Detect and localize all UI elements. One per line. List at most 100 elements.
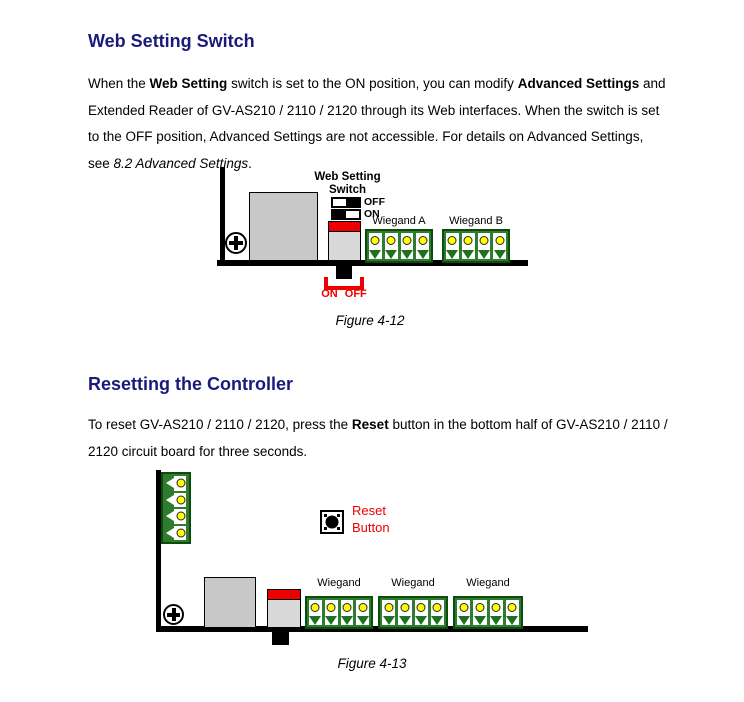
pin-arrow-icon [400,250,413,259]
para-text: switch is set to the ON position, you ca… [227,76,518,91]
connector-pin [473,600,487,625]
pin-arrow-icon [166,478,174,489]
pin-arrow-icon [340,616,353,625]
connector-pin [446,233,459,259]
para-italic-reference: 8.2 Advanced Settings [113,155,249,171]
dip-switch-off-icon [331,197,361,208]
pin-arrow-icon [356,616,369,625]
connector-pin [382,600,396,625]
dip-switch-knob [333,211,346,218]
pin-arrow-icon [477,250,490,259]
pin-arrow-icon [457,616,470,625]
wiegand-connector-1 [305,596,373,629]
wiegand-b-connector [442,229,510,263]
screw-icon [225,232,247,254]
switch-lever [272,631,289,645]
connector-pin [384,233,398,259]
reset-label-line2: Button [352,520,390,535]
para-bold-reset: Reset [351,417,389,432]
board-component-block [249,192,318,261]
figure-4-12-caption: Figure 4-12 [335,313,405,328]
pin-dot-icon [402,236,412,245]
pin-dot-icon [384,603,394,612]
switch-lever [336,266,352,279]
connector-pin [166,476,186,491]
connector-pin [166,492,186,507]
pin-arrow-icon [309,616,322,625]
pin-dot-icon [176,478,186,488]
pin-dot-icon [432,603,442,612]
connector-pin [324,600,338,625]
wiegand-a-label: Wiegand A [372,215,426,227]
pin-dot-icon [386,236,396,245]
reset-button-icon [320,510,344,534]
wiegand-a-connector [365,229,433,263]
screw-icon [163,604,184,625]
pin-arrow-icon [431,616,444,625]
wiegand-connector-2 [378,596,448,629]
pin-dot-icon [463,236,473,245]
connector-pin [398,600,412,625]
pin-arrow-icon [493,250,506,259]
on-position-label: ON [364,208,380,220]
side-terminal-connector [161,472,191,544]
wiegand-label-2: Wiegand [391,577,435,589]
pin-dot-icon [507,603,517,612]
pin-arrow-icon [490,616,503,625]
wiegand-label-3: Wiegand [466,577,510,589]
figure-4-13-caption: Figure 4-13 [337,656,407,671]
connector-pin [340,600,354,625]
para-text: To reset GV-AS210 / 2110 / 2120, press t… [88,417,352,432]
para-text: button in the bottom half of GV-AS210 / … [88,417,668,459]
pin-dot-icon [418,236,428,245]
pin-dot-icon [495,236,505,245]
pin-dot-icon [176,511,186,521]
switch-body [267,599,301,628]
pin-dot-icon [475,603,485,612]
connector-pin [493,233,506,259]
dip-switch-on-icon [331,209,361,220]
pin-dot-icon [342,603,352,612]
wiegand-b-label: Wiegand B [449,215,503,227]
connector-pin [369,233,382,259]
connector-pin [309,600,322,625]
pin-dot-icon [326,603,336,612]
para-text: and Extended Reader of GV-AS210 / 2110 /… [88,76,666,171]
section-heading-resetting-controller: Resetting the Controller [88,374,294,394]
pin-arrow-icon [416,250,429,259]
board-edge-horizontal-line [217,260,528,266]
connector-pin [166,525,186,540]
reset-button-circle [325,515,339,529]
connector-pin [166,509,186,524]
para-bold-advanced-settings: Advanced Settings [517,76,640,91]
pin-arrow-icon [415,616,428,625]
pin-dot-icon [176,528,186,538]
off-position-label: OFF [364,196,385,208]
pin-arrow-icon [398,616,411,625]
para-text: When the [88,76,150,91]
board-component-block [204,577,256,628]
board-edge-horizontal-line [156,626,588,632]
connector-pin [400,233,414,259]
pin-arrow-icon [385,250,398,259]
wiegand-connector-3 [453,596,523,629]
pin-arrow-icon [325,616,338,625]
pin-cell [174,525,186,540]
web-setting-switch-label-line1: Web Setting [314,171,381,183]
pin-dot-icon [416,603,426,612]
pin-cell [174,476,186,491]
board-edge-vertical-line [220,167,225,266]
pin-arrow-icon [166,494,174,505]
board-edge-vertical-line [156,470,161,632]
connector-pin [430,600,444,625]
connector-pin [477,233,491,259]
para-text: . [248,155,252,171]
connector-pin [461,233,475,259]
pin-cell [174,509,186,524]
para-bold-web-setting: Web Setting [149,76,228,91]
pin-dot-icon [176,495,186,505]
pin-dot-icon [491,603,501,612]
pin-arrow-icon [473,616,486,625]
connector-pin [356,600,369,625]
